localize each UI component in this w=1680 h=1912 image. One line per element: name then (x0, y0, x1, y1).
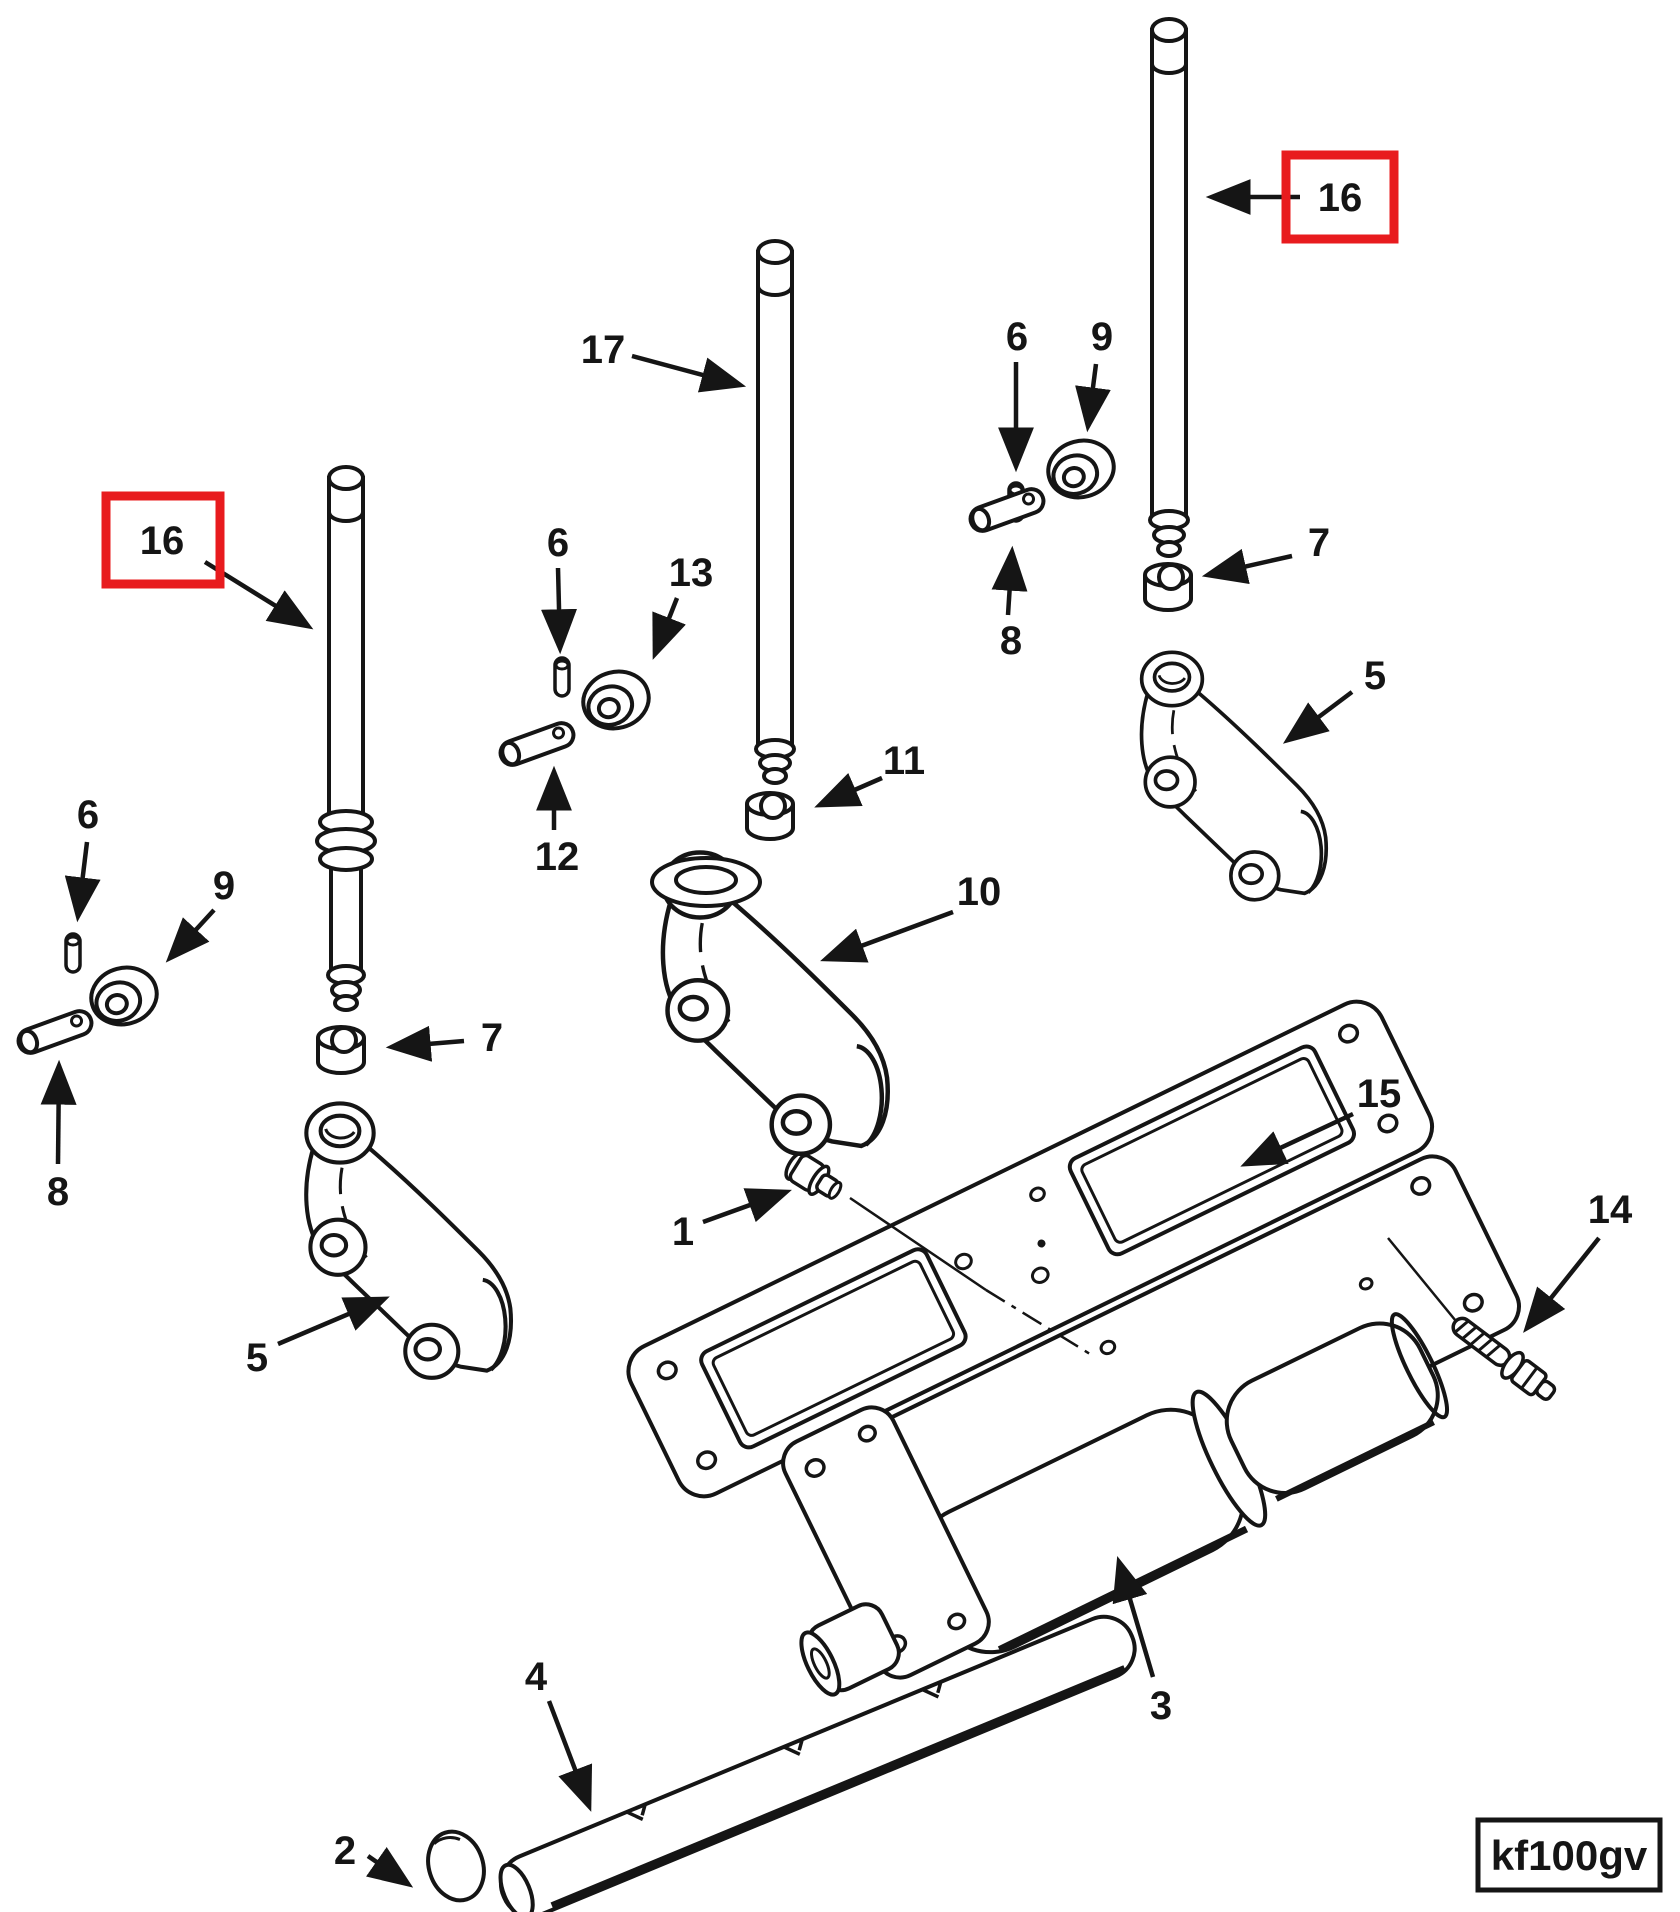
leader-line-bolt (1387, 1237, 1461, 1327)
callout-label-17: 17 (581, 328, 626, 372)
ball-seat-right (1143, 562, 1193, 612)
callout-label-15: 15 (1357, 1072, 1402, 1116)
callout-label-16-left[interactable]: 16 (140, 519, 185, 563)
callout-label-7-left: 7 (481, 1016, 503, 1060)
callout-14: 14 (1523, 1188, 1633, 1333)
push-rod-center (754, 239, 796, 785)
callout-16-left[interactable]: 16 (101, 491, 314, 630)
gasket-plate (626, 999, 1434, 1499)
callout-7-left: 7 (385, 1016, 503, 1062)
callout-label-2: 2 (334, 1829, 356, 1873)
callout-3: 3 (1112, 1555, 1172, 1728)
center-line (985, 1288, 1091, 1356)
callout-1: 1 (672, 1188, 792, 1254)
callout-6-center: 6 (541, 521, 578, 655)
callout-11: 11 (814, 739, 925, 808)
callout-label-4: 4 (525, 1655, 548, 1699)
callout-label-10: 10 (957, 870, 1002, 914)
callout-label-12: 12 (535, 835, 580, 879)
roll-pin-center (495, 717, 579, 771)
bolt (1451, 1316, 1557, 1401)
lever-bracket-center (650, 853, 888, 1154)
callout-label-14: 14 (1588, 1188, 1633, 1232)
callout-17: 17 (581, 328, 747, 393)
callout-label-9-left: 9 (213, 864, 235, 908)
callout-label-1: 1 (672, 1210, 694, 1254)
callout-label-16-right[interactable]: 16 (1318, 176, 1363, 220)
callout-label-11: 11 (883, 739, 925, 783)
pin-left (64, 932, 82, 974)
callout-label-6-right: 6 (1006, 315, 1028, 359)
callout-2: 2 (334, 1829, 414, 1888)
callout-label-5-right: 5 (1364, 654, 1386, 698)
rocker-lever-right (1139, 650, 1329, 902)
push-rod-right (1148, 17, 1190, 558)
callout-9-left: 9 (165, 864, 235, 963)
roll-pin-left (13, 1005, 97, 1059)
roll-pin-right (965, 483, 1049, 537)
callout-13: 13 (652, 551, 714, 660)
callout-label-5-left: 5 (246, 1336, 268, 1380)
callout-6-right: 6 (998, 315, 1034, 473)
callout-8-left: 8 (40, 1059, 77, 1214)
callout-label-3: 3 (1150, 1684, 1172, 1728)
drawing-code-text: kf100gv (1491, 1832, 1648, 1879)
roller-center (574, 662, 658, 738)
callout-label-8-right: 8 (1000, 619, 1022, 663)
callout-label-6-center: 6 (547, 521, 569, 565)
shaft (498, 1614, 1137, 1912)
callout-4: 4 (525, 1655, 593, 1812)
roller-left (82, 958, 166, 1034)
callout-15: 15 (1240, 1072, 1402, 1167)
ball-seat-center (745, 791, 795, 841)
callout-6-left: 6 (64, 793, 101, 923)
roller-right (1039, 431, 1123, 507)
callout-label-8-left: 8 (47, 1170, 69, 1214)
small-plug (784, 1150, 843, 1200)
callout-5-right: 5 (1282, 654, 1386, 744)
callout-8-right: 8 (991, 545, 1028, 663)
callout-7-right: 7 (1201, 521, 1330, 585)
callout-5-left: 5 (246, 1296, 390, 1380)
callout-label-13: 13 (669, 551, 714, 595)
expansion-plug (426, 1829, 486, 1903)
callout-label-6-left: 6 (77, 793, 99, 837)
leader-line (849, 1196, 987, 1292)
ball-seat-left (316, 1025, 366, 1075)
callout-12: 12 (535, 765, 580, 879)
callout-label-9-right: 9 (1091, 315, 1113, 359)
callout-16-right[interactable]: 16 (1205, 150, 1399, 244)
callout-9-right: 9 (1075, 315, 1113, 433)
callout-10: 10 (820, 870, 1002, 963)
drawing-code-box: kf100gv (1475, 1817, 1663, 1893)
rocker-lever-left (306, 1103, 511, 1377)
push-rod-left (315, 465, 377, 1012)
callout-label-7-right: 7 (1308, 521, 1330, 565)
pin-center (553, 656, 571, 698)
